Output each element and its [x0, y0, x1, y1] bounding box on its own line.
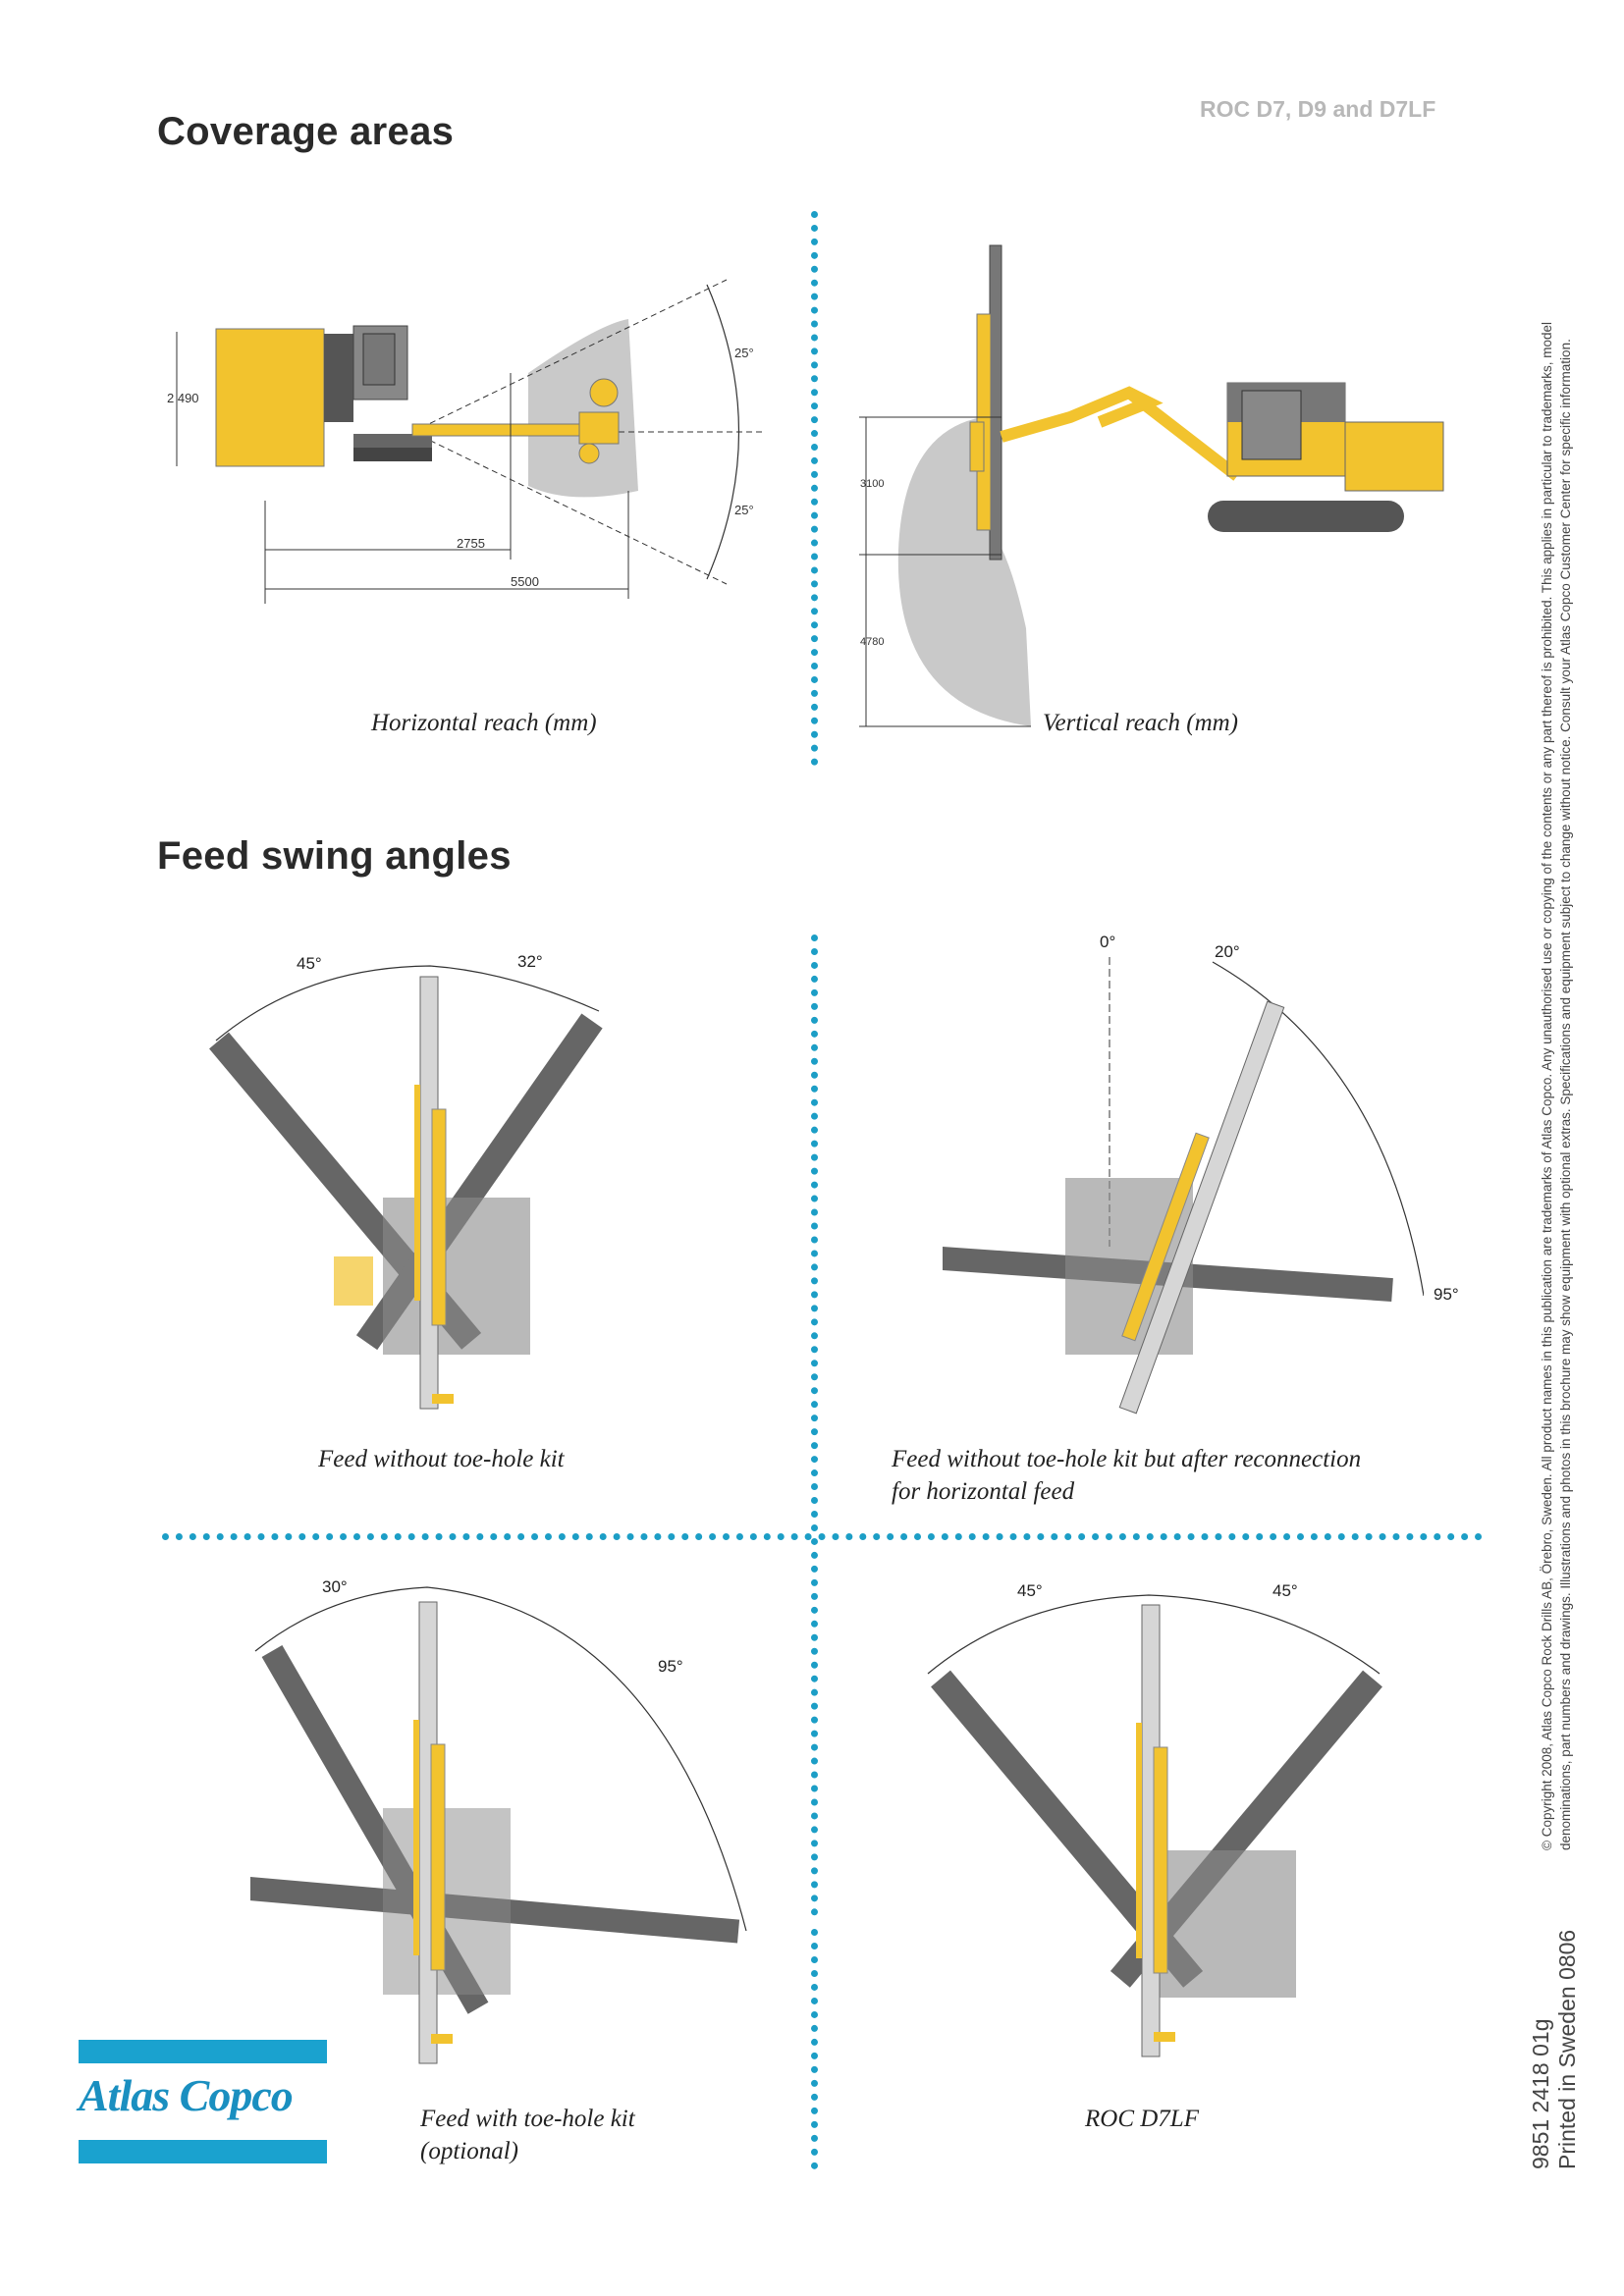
swing-reconnect-angle-b: 95° [1434, 1285, 1459, 1304]
vertical-reach-caption: Vertical reach (mm) [1043, 710, 1239, 736]
separator-top [811, 211, 818, 766]
atlas-copco-logo: Atlas Copco [79, 2070, 294, 2120]
vertical-dim-up: 3100 [860, 478, 885, 490]
swing-toe-kit-diagram [250, 1586, 747, 2064]
logo-bar-top [79, 2040, 327, 2063]
copyright-line2: denominations, part numbers and drawings… [1558, 339, 1573, 1850]
horizontal-dim-short: 2755 [457, 536, 485, 551]
horizontal-dim-height: 2 490 [167, 391, 199, 405]
separator-horizontal [162, 1533, 1483, 1540]
swing-reconnect-angle-zero: 0° [1100, 933, 1116, 951]
horizontal-dim-long: 5500 [511, 574, 539, 589]
horizontal-angle-up: 25° [734, 346, 754, 360]
drill-feed [989, 244, 1002, 561]
swing-no-kit-angle-left: 45° [297, 954, 322, 973]
swing-title: Feed swing angles [157, 834, 512, 878]
logo-bar-bottom [79, 2140, 327, 2163]
swing-d7lf-angle-right: 45° [1272, 1581, 1298, 1600]
horizontal-reach-diagram [176, 279, 766, 604]
swing-d7lf-caption: ROC D7LF [1085, 2106, 1199, 2132]
printed-in: Printed in Sweden 0806 [1554, 1929, 1580, 2169]
swing-reconnect-diagram [943, 957, 1424, 1415]
horizontal-angle-down: 25° [734, 503, 754, 517]
coverage-title: Coverage areas [157, 110, 455, 153]
swing-d7lf-diagram [927, 1594, 1382, 2057]
vertical-coverage-area [897, 417, 1031, 726]
carrier-body [215, 328, 325, 467]
swing-reconnect-caption-line2: for horizontal feed [892, 1478, 1075, 1505]
swing-reconnect-caption-line1: Feed without toe-hole kit but after reco… [892, 1446, 1362, 1472]
separator-mid [811, 934, 818, 1916]
swing-toe-kit-angle-left: 30° [322, 1577, 348, 1596]
model-header: ROC D7, D9 and D7LF [1200, 96, 1436, 122]
copyright-line1: © Copyright 2008, Atlas Copco Rock Drill… [1540, 321, 1554, 1850]
swing-no-kit-angle-right: 32° [517, 952, 543, 971]
swing-toe-kit-caption-line2: (optional) [420, 2138, 518, 2164]
doc-number: 9851 2418 01g [1528, 2018, 1553, 2170]
vertical-reach-diagram [859, 244, 1444, 727]
swing-d7lf-angle-left: 45° [1017, 1581, 1043, 1600]
horizontal-coverage-area [528, 319, 638, 498]
swing-no-kit-diagram [209, 965, 603, 1410]
boom [411, 423, 580, 437]
swing-toe-kit-caption-line1: Feed with toe-hole kit [420, 2106, 635, 2132]
swing-reconnect-angle-a: 20° [1215, 942, 1240, 961]
separator-bottom [811, 1929, 818, 2169]
vertical-dim-down: 4780 [860, 636, 885, 648]
swing-toe-kit-angle-right: 95° [658, 1657, 683, 1676]
swing-no-kit-caption: Feed without toe-hole kit [318, 1446, 565, 1472]
feed-beam [1118, 1000, 1285, 1415]
crawler-track [1208, 501, 1404, 532]
horizontal-reach-caption: Horizontal reach (mm) [371, 710, 597, 736]
